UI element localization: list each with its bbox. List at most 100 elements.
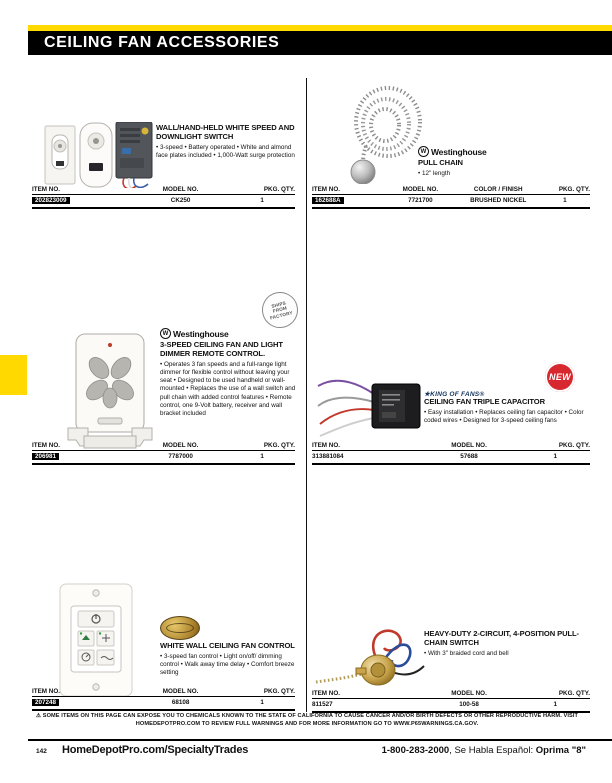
product-pull-chain: W Westinghouse PULL CHAIN • 12" length I… — [312, 80, 590, 209]
table-header-row: ITEM NO. MODEL NO. PKG. QTY. — [312, 690, 590, 699]
col-model-no: MODEL NO. — [451, 690, 487, 697]
footer-oprima: Oprima "8" — [535, 745, 586, 756]
col-model-no: MODEL NO. — [162, 688, 199, 695]
col-color-finish: COLOR / FINISH — [473, 186, 523, 193]
column-divider — [306, 78, 307, 712]
col-pkg-qty: PKG. QTY. — [558, 690, 590, 697]
product-bullets: • 12" length — [418, 169, 451, 177]
model-no-value: CK250 — [170, 197, 191, 204]
pkg-qty-value: 1 — [563, 197, 567, 204]
model-no-value: 57688 — [460, 453, 478, 460]
product-image-wall-control — [54, 582, 138, 703]
pull-chain-image — [350, 86, 422, 185]
table-header-row: ITEM NO. MODEL NO. COLOR / FINISH PKG. Q… — [312, 186, 590, 195]
product-remote-control: SHIPS FROM FACTORY — [32, 288, 302, 465]
col-pkg-qty: PKG. QTY. — [558, 186, 590, 193]
model-no-value: 68108 — [171, 699, 190, 706]
item-no-value: 202823009 — [32, 197, 70, 204]
product-title: 3-SPEED CEILING FAN AND LIGHT DIMMER REM… — [160, 340, 283, 358]
ships-from-factory-badge: SHIPS FROM FACTORY — [258, 288, 302, 332]
table-row: 162688A 7721700 BRUSHED NICKEL 1 — [312, 195, 590, 209]
col-item-no: ITEM NO. — [32, 186, 60, 193]
pkg-qty-value: 1 — [260, 699, 264, 706]
col-model-no: MODEL NO. — [162, 186, 199, 193]
pkg-qty-value: 1 — [553, 701, 557, 708]
pkg-qty-value: 1 — [260, 197, 264, 204]
product-title: PULL CHAIN — [418, 158, 463, 167]
product-text-remote-control: W Westinghouse 3-SPEED CEILING FAN AND L… — [160, 328, 296, 418]
col-item-no: ITEM NO. — [32, 442, 60, 449]
product-wall-handheld-switch: WALL/HAND-HELD WHITE SPEED AND DOWNLIGHT… — [32, 116, 295, 210]
product-text-pull-chain-switch: HEAVY-DUTY 2-CIRCUIT, 4-POSITION PULL-CH… — [424, 629, 588, 658]
color-finish-value: BRUSHED NICKEL — [470, 197, 527, 204]
footer-phone: 1-800-283-2000 — [381, 745, 450, 756]
item-no-value: 162688A — [312, 197, 344, 204]
product-title: WALL/HAND-HELD WHITE SPEED AND DOWNLIGHT… — [156, 123, 295, 141]
footer-rule — [28, 739, 612, 741]
section-yellow-tab — [0, 355, 27, 395]
footer-phone-mid: , Se Habla Español: — [449, 745, 536, 756]
product-title: HEAVY-DUTY 2-CIRCUIT, 4-POSITION PULL-CH… — [424, 629, 579, 647]
col-model-no: MODEL NO. — [402, 186, 439, 193]
pkg-qty-value: 1 — [553, 453, 557, 460]
new-badge: NEW — [545, 362, 575, 392]
col-pkg-qty: PKG. QTY. — [263, 688, 295, 695]
new-badge-label: NEW — [549, 372, 571, 382]
table-row: 206981 7787000 1 — [32, 451, 295, 465]
product-title: CEILING FAN TRIPLE CAPACITOR — [424, 397, 545, 406]
wall-control-image — [59, 583, 133, 697]
brand-westinghouse: W Westinghouse — [418, 146, 583, 157]
model-no-value: 100-58 — [459, 701, 479, 708]
westinghouse-logo-icon: W — [160, 328, 171, 339]
model-no-value: 7787000 — [168, 453, 193, 460]
product-image-pull-chain-switch — [314, 620, 430, 699]
product-table: ITEM NO. MODEL NO. PKG. QTY. 207248 6810… — [32, 688, 295, 711]
item-no-value: 207248 — [32, 699, 60, 706]
item-no-value: 206981 — [32, 453, 60, 460]
col-model-no: MODEL NO. — [162, 442, 199, 449]
product-table: ITEM NO. MODEL NO. COLOR / FINISH PKG. Q… — [312, 186, 590, 209]
remote-control-image — [67, 333, 153, 449]
brand-name: Westinghouse — [431, 146, 487, 157]
product-text-wall-handheld-switch: WALL/HAND-HELD WHITE SPEED AND DOWNLIGHT… — [156, 123, 296, 160]
col-item-no: ITEM NO. — [312, 186, 340, 193]
col-item-no: ITEM NO. — [312, 442, 340, 449]
product-table: ITEM NO. MODEL NO. PKG. QTY. 206981 7787… — [32, 442, 295, 465]
prop65-warning: ⚠ SOME ITEMS ON THIS PAGE CAN EXPOSE YOU… — [36, 713, 578, 728]
brand-oval-logo — [160, 616, 200, 640]
brand-king-of-fans: ★KING OF FANS® — [424, 391, 485, 398]
pull-chain-switch-image — [315, 629, 425, 686]
product-triple-capacitor: NEW ★KING OF FANS® CEILING FAN TRIPLE CA… — [312, 358, 590, 465]
header-bar: CEILING FAN ACCESSORIES — [28, 31, 612, 55]
product-table: ITEM NO. MODEL NO. PKG. QTY. 811527 100-… — [312, 690, 590, 713]
product-table: ITEM NO. MODEL NO. PKG. QTY. 202823009 C… — [32, 186, 295, 209]
product-bullets: • Easy installation • Replaces ceiling f… — [424, 408, 584, 425]
product-table: ITEM NO. MODEL NO. PKG. QTY. 313881084 5… — [312, 442, 590, 465]
col-item-no: ITEM NO. — [312, 690, 340, 697]
product-bullets: • 3-speed • Battery operated • White and… — [156, 143, 295, 160]
page-number: 142 — [36, 748, 47, 755]
header-yellow-strip — [28, 25, 612, 31]
westinghouse-logo-icon: W — [418, 146, 429, 157]
item-no-value: 313881084 — [312, 453, 344, 460]
table-row: 811527 100-58 1 — [312, 699, 590, 713]
triple-capacitor-image — [317, 379, 421, 437]
table-header-row: ITEM NO. MODEL NO. PKG. QTY. — [32, 186, 295, 195]
col-pkg-qty: PKG. QTY. — [263, 442, 295, 449]
table-header-row: ITEM NO. MODEL NO. PKG. QTY. — [32, 442, 295, 451]
table-header-row: ITEM NO. MODEL NO. PKG. QTY. — [312, 442, 590, 451]
product-wall-control: WHITE WALL CEILING FAN CONTROL • 3-speed… — [32, 582, 298, 711]
footer-website: HomeDepotPro.com/SpecialtyTrades — [62, 744, 249, 756]
product-image-wall-handheld-switch — [44, 121, 156, 193]
col-pkg-qty: PKG. QTY. — [263, 186, 295, 193]
brand-name: Westinghouse — [173, 328, 229, 339]
col-model-no: MODEL NO. — [451, 442, 487, 449]
product-bullets: • Operates 3 fan speeds and a full-range… — [160, 360, 296, 417]
product-title: WHITE WALL CEILING FAN CONTROL — [160, 641, 295, 650]
col-item-no: ITEM NO. — [32, 688, 60, 695]
product-text-wall-control: WHITE WALL CEILING FAN CONTROL • 3-speed… — [160, 641, 298, 677]
product-bullets: • 3-speed fan control • Light on/off/ di… — [160, 652, 295, 677]
item-no-value: 811527 — [312, 701, 333, 708]
table-row: 207248 68108 1 — [32, 697, 295, 711]
